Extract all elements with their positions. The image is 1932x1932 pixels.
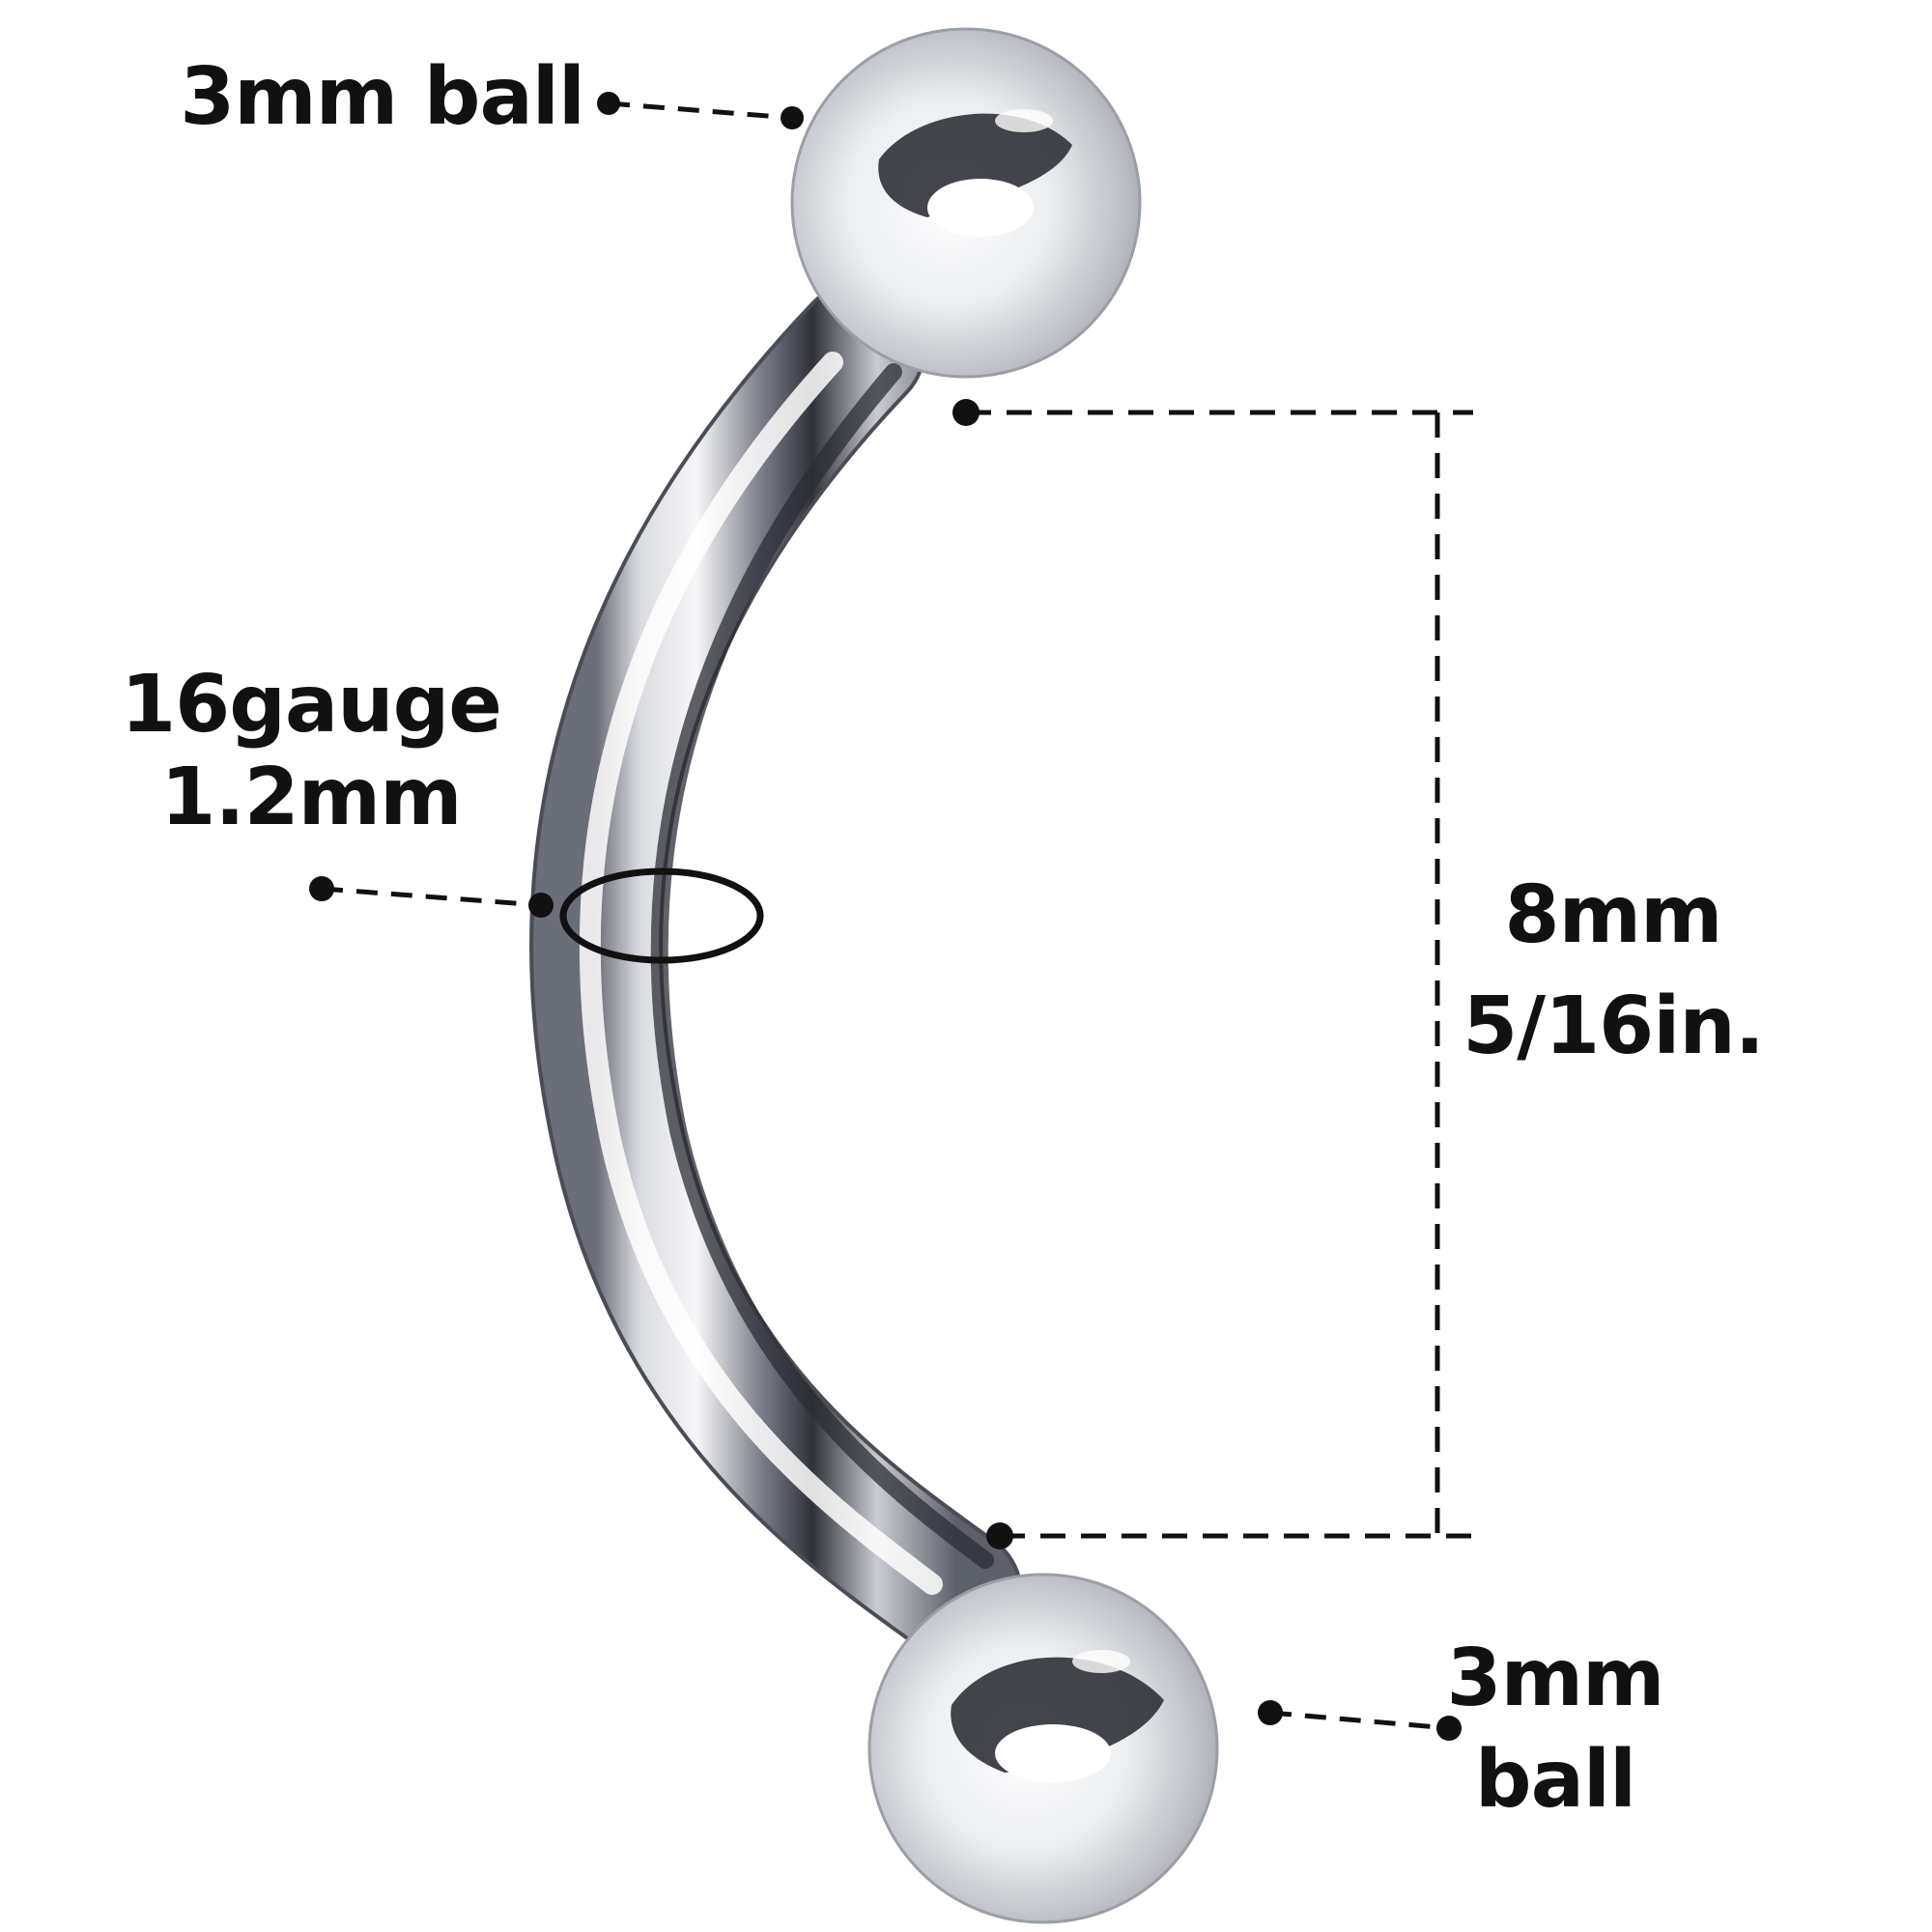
gauge-leader [309, 876, 554, 918]
curved-bar [529, 281, 1023, 1661]
gauge-ring [559, 867, 764, 964]
top-ball-leader [597, 92, 804, 129]
length-label-line2: 5/16in. [1463, 980, 1764, 1072]
top-ball [790, 27, 1142, 379]
length-dimension [952, 399, 1473, 1549]
bottom-ball-leader [1258, 1700, 1462, 1741]
bottom-ball-label-line2: ball [1475, 1734, 1635, 1826]
gauge-label-line2: 1.2mm [160, 752, 461, 843]
bottom-ball-label-line1: 3mm [1447, 1633, 1664, 1724]
top-ball-label: 3mm ball [180, 51, 584, 143]
bottom-ball [867, 1573, 1219, 1924]
gauge-label-line1: 16gauge [121, 659, 501, 751]
length-label-line1: 8mm [1505, 869, 1722, 961]
